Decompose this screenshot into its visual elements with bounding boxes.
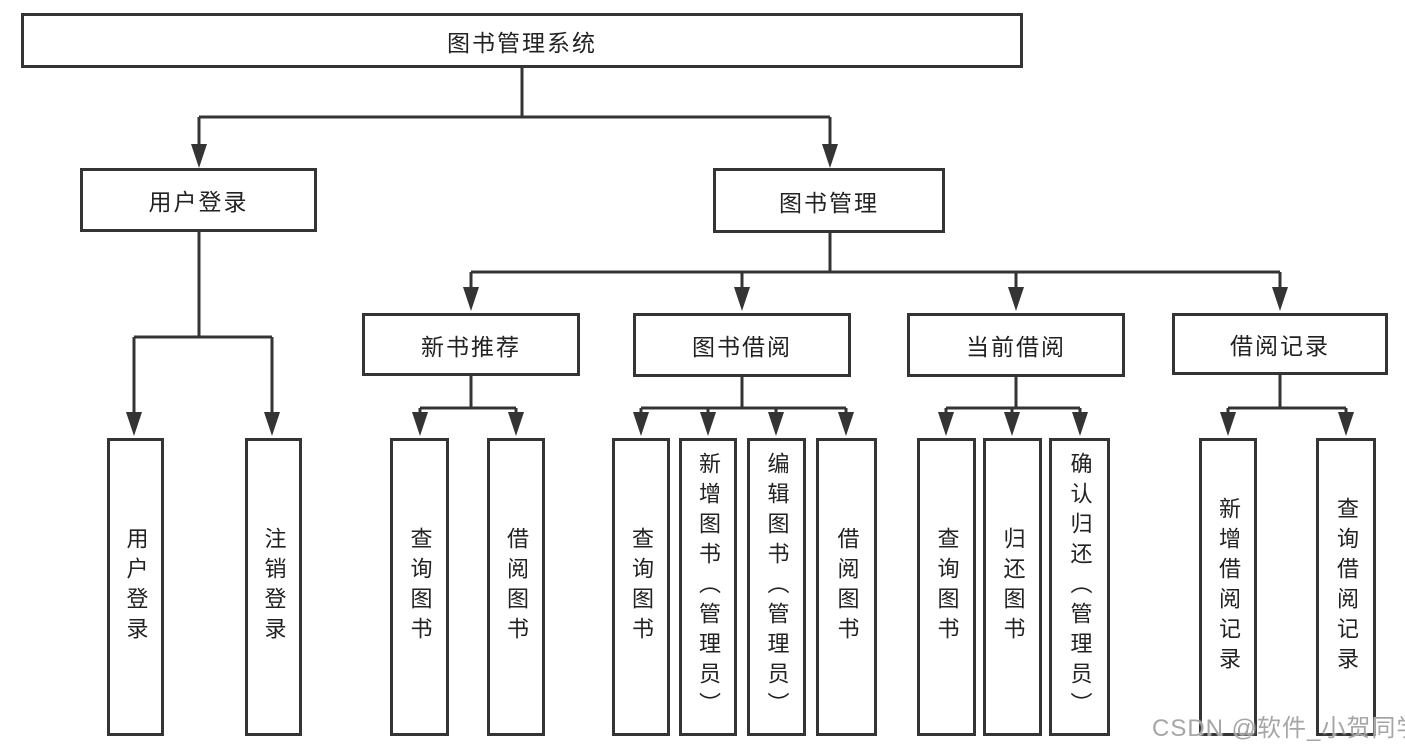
node-label: 归还图书: [1000, 527, 1026, 647]
leaf-confirm-return-admin: 确认归还（管理员）: [1049, 438, 1110, 736]
node-label: 确认归还（管理员）: [1067, 452, 1093, 722]
node-label: 查询图书: [629, 527, 654, 647]
csdn-watermark: CSDN @软件_小贺同学: [1152, 715, 1405, 742]
node-label: 借阅图书: [834, 527, 860, 647]
leaf-add-borrow-record: 新增借阅记录: [1199, 438, 1257, 736]
node-label: 查询图书: [407, 527, 433, 647]
node-borrowing-records: 借阅记录: [1172, 313, 1388, 375]
node-label: 用户登录: [123, 527, 149, 647]
node-book-management-module: 图书管理: [713, 168, 945, 233]
leaf-query-books: 查询图书: [917, 438, 976, 736]
node-library-management-system: 图书管理系统: [21, 13, 1023, 68]
leaf-add-books-admin: 新增图书（管理员）: [679, 438, 737, 736]
node-label: 新增图书（管理员）: [696, 452, 721, 722]
node-label: 图书借阅: [692, 334, 792, 360]
leaf-borrow-books: 借阅图书: [816, 438, 877, 736]
node-label: 新书推荐: [421, 333, 521, 360]
node-label: 图书管理: [779, 189, 879, 216]
leaf-query-books: 查询图书: [390, 438, 449, 736]
leaf-return-books: 归还图书: [983, 438, 1042, 736]
node-label: 新增借阅记录: [1216, 497, 1241, 677]
node-new-book-recommendation: 新书推荐: [362, 313, 580, 376]
node-label: 当前借阅: [966, 334, 1066, 360]
node-user-login-module: 用户登录: [80, 168, 317, 232]
node-label: 查询图书: [934, 527, 960, 647]
node-label: 借阅图书: [504, 527, 529, 647]
leaf-query-books: 查询图书: [612, 438, 670, 736]
node-label: 图书管理系统: [447, 29, 597, 56]
node-book-borrowing: 图书借阅: [633, 313, 851, 377]
leaf-logout: 注销登录: [245, 438, 302, 736]
leaf-user-login: 用户登录: [107, 438, 164, 736]
leaf-query-borrow-record: 查询借阅记录: [1316, 438, 1376, 736]
node-label: 查询借阅记录: [1334, 497, 1359, 677]
node-label: 用户登录: [148, 189, 249, 215]
leaf-borrow-books: 借阅图书: [487, 438, 545, 736]
leaf-edit-books-admin: 编辑图书（管理员）: [747, 438, 806, 736]
node-label: 注销登录: [261, 527, 287, 647]
node-label: 借阅记录: [1230, 333, 1330, 359]
node-label: 编辑图书（管理员）: [764, 452, 790, 722]
node-current-borrowing: 当前借阅: [907, 313, 1125, 377]
